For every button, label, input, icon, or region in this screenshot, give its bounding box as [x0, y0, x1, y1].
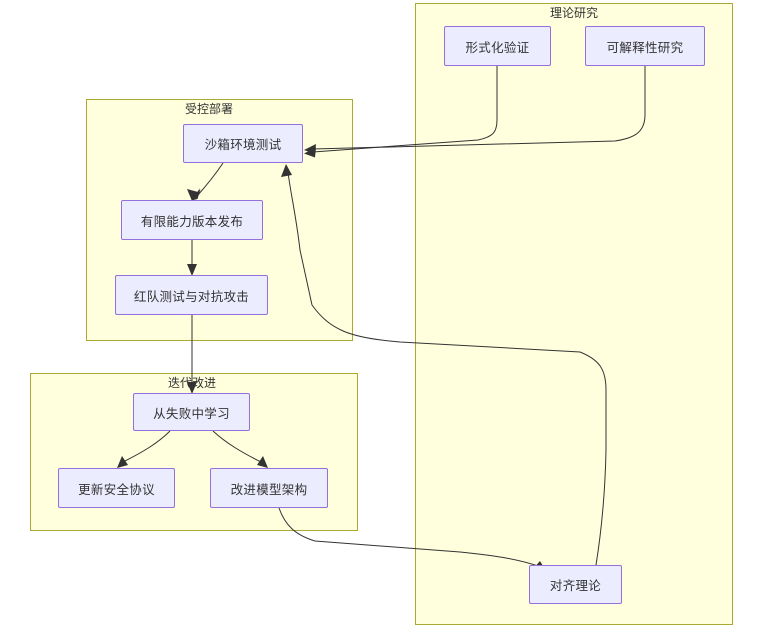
- edge-sandbox-to-limited: [187, 162, 224, 201]
- node-red-team-testing[interactable]: 红队测试与对抗攻击: [115, 275, 268, 315]
- node-improve-model-architecture[interactable]: 改进模型架构: [210, 468, 328, 508]
- node-alignment-theory[interactable]: 对齐理论: [529, 565, 622, 604]
- edge-learn-to-protocol: [117, 430, 171, 468]
- node-learn-from-failure[interactable]: 从失败中学习: [133, 393, 250, 431]
- node-label: 改进模型架构: [230, 482, 308, 497]
- edge-interpret-to-sandbox: [304, 66, 646, 154]
- node-label: 从失败中学习: [153, 406, 230, 421]
- edge-learn-to-architecture: [212, 430, 268, 468]
- node-label: 更新安全协议: [78, 482, 155, 497]
- cluster-label-deployment: 受控部署: [184, 102, 234, 116]
- node-limited-capability-release[interactable]: 有限能力版本发布: [121, 200, 263, 240]
- node-formal-verification[interactable]: 形式化验证: [444, 26, 551, 66]
- node-label: 沙箱环境测试: [204, 138, 282, 152]
- edge-architecture-to-alignment: [278, 507, 546, 571]
- edge-redteam-to-learn: [187, 315, 197, 394]
- node-label: 有限能力版本发布: [140, 214, 244, 229]
- cluster-theory: [415, 3, 733, 625]
- node-label: 可解释性研究: [606, 40, 684, 55]
- cluster-label-theory: 理论研究: [549, 6, 599, 20]
- node-label: 红队测试与对抗攻击: [133, 289, 250, 304]
- node-label: 对齐理论: [549, 579, 602, 593]
- edge-limited-to-redteam: [187, 240, 197, 276]
- node-label: 形式化验证: [465, 40, 530, 55]
- node-interpretability-research[interactable]: 可解释性研究: [585, 26, 705, 66]
- node-sandbox-testing[interactable]: 沙箱环境测试: [183, 124, 303, 163]
- node-update-safety-protocol[interactable]: 更新安全协议: [58, 468, 175, 508]
- edge-alignment-to-sandbox: [281, 164, 607, 566]
- edge-formal-to-sandbox: [304, 66, 498, 158]
